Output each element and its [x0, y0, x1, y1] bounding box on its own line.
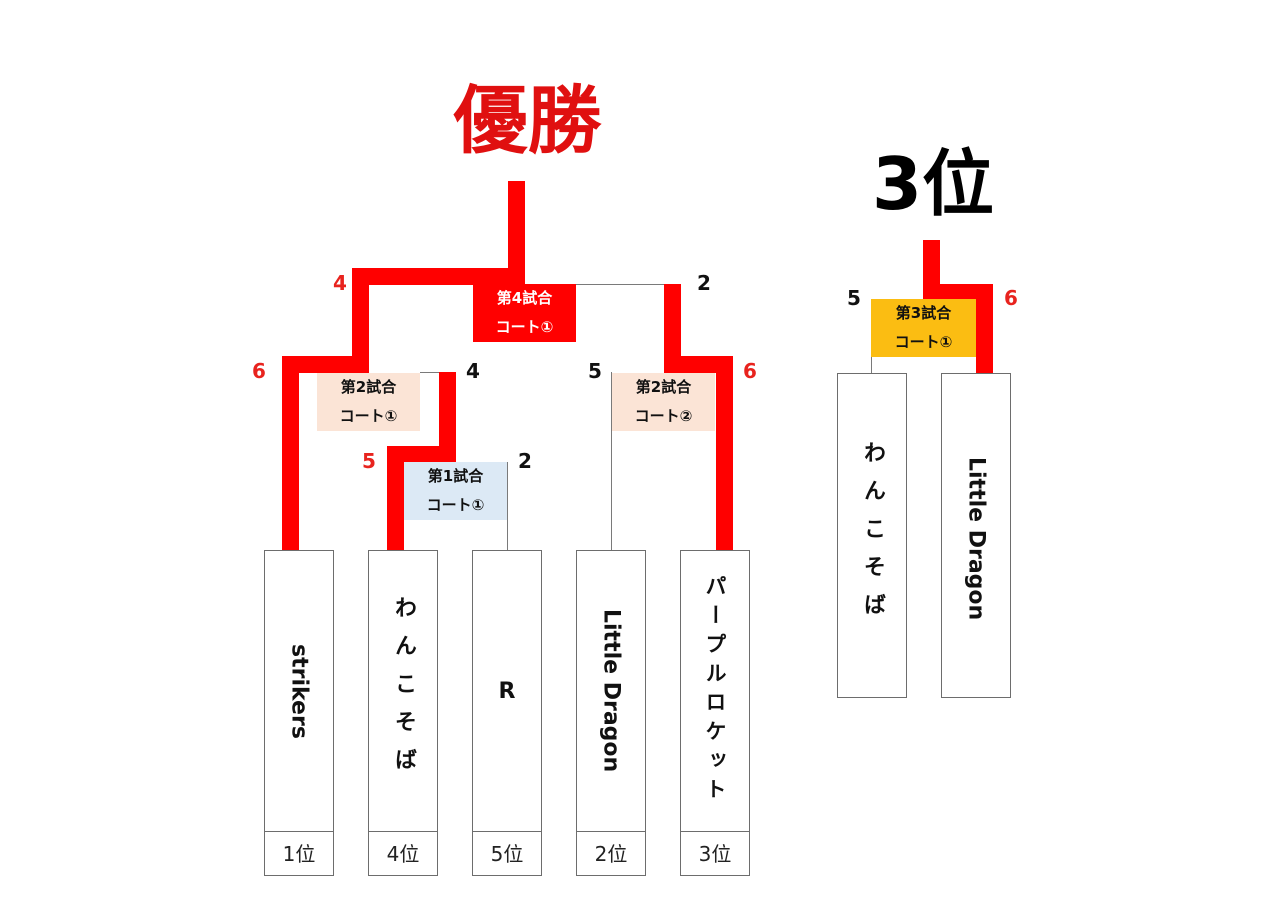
- score-m3-left: 5: [847, 286, 861, 310]
- m1-right-line: [507, 462, 508, 552]
- third-right-drop: [976, 284, 993, 374]
- team-box-wankosoba: [368, 550, 438, 832]
- match-3-title: 第3試合: [895, 304, 952, 322]
- third-right-bar: [923, 284, 993, 301]
- team-name-little-dragon: Little Dragon: [598, 609, 624, 773]
- strikers-line: [282, 356, 299, 552]
- score-m2a-left: 6: [252, 359, 266, 383]
- rank-strikers: 1位: [264, 831, 334, 876]
- team-name-r: R: [498, 678, 516, 704]
- wanko-line: [387, 446, 404, 552]
- match-4-title: 第4試合: [496, 289, 553, 307]
- final-right-drop: [664, 284, 681, 372]
- team-box-little-dragon: [576, 550, 646, 832]
- match-2b-court: コート②: [634, 407, 693, 425]
- m1-top-bar: [387, 446, 456, 463]
- final-right-top-line: [576, 284, 664, 285]
- purple-line: [716, 356, 733, 552]
- score-m4-right: 2: [697, 271, 711, 295]
- match-2a-title: 第2試合: [340, 378, 397, 396]
- m2a-right-drop: [439, 372, 456, 462]
- m2a-right-top-line: [420, 372, 456, 373]
- rank-purple-rocket: 3位: [680, 831, 750, 876]
- match-1-title: 第1試合: [427, 467, 484, 485]
- team-box-r: [472, 550, 542, 832]
- score-m1-left: 5: [362, 449, 376, 473]
- third-team-name-wankosoba: わんこそば: [860, 440, 885, 631]
- score-m4-left: 4: [333, 271, 347, 295]
- team-name-wankosoba: わんこそば: [391, 596, 416, 786]
- final-left-drop: [352, 268, 369, 372]
- m2b-left-line: [611, 372, 612, 552]
- score-m1-right: 2: [518, 449, 532, 473]
- rank-wankosoba: 4位: [368, 831, 438, 876]
- match-4-label: 第4試合 コート①: [473, 284, 576, 342]
- score-m2a-right: 4: [466, 359, 480, 383]
- score-m3-right: 6: [1004, 286, 1018, 310]
- match-4-court: コート①: [495, 318, 554, 336]
- match-2a-court: コート①: [339, 407, 398, 425]
- rank-little-dragon: 2位: [576, 831, 646, 876]
- m2b-top-bar: [664, 356, 733, 373]
- m2a-top-bar: [282, 356, 369, 373]
- team-name-strikers: strikers: [286, 643, 312, 739]
- score-m2b-left: 5: [588, 359, 602, 383]
- champion-title: 優勝: [453, 78, 602, 164]
- match-2a-label: 第2試合 コート①: [317, 373, 420, 431]
- match-2b-title: 第2試合: [635, 378, 692, 396]
- match-1-label: 第1試合 コート①: [404, 462, 507, 520]
- third-left-line: [871, 356, 872, 374]
- third-place-title: 3位: [871, 142, 995, 226]
- team-box-purple-rocket: [680, 550, 750, 832]
- champion-stem: [508, 181, 525, 285]
- match-3-court: コート①: [894, 333, 953, 351]
- match-1-court: コート①: [426, 496, 485, 514]
- rank-r: 5位: [472, 831, 542, 876]
- final-left-bar: [352, 268, 525, 285]
- third-team-name-little-dragon: Little Dragon: [963, 457, 989, 621]
- third-team-box-wankosoba: [837, 373, 907, 698]
- match-3-label: 第3試合 コート①: [871, 299, 976, 357]
- third-team-box-little-dragon: [941, 373, 1011, 698]
- team-name-purple-rocket: パープルロケット: [703, 575, 727, 807]
- score-m2b-right: 6: [743, 359, 757, 383]
- match-2b-label: 第2試合 コート②: [612, 373, 715, 431]
